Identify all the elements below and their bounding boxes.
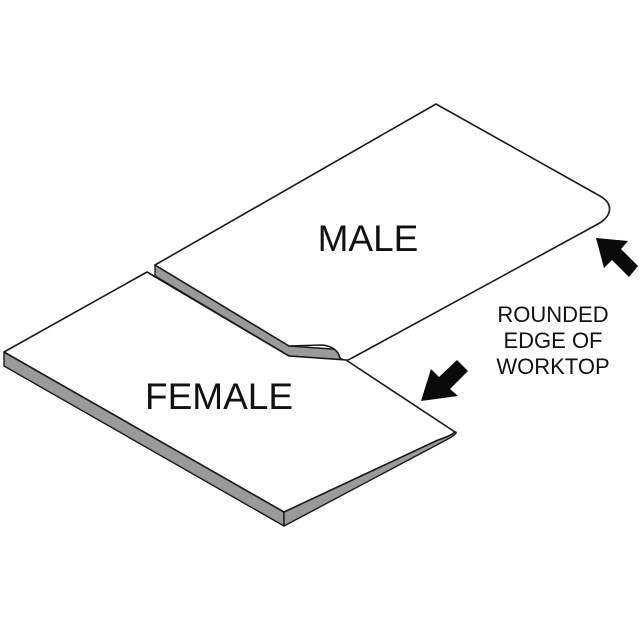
arrow-female-edge-icon (421, 360, 468, 401)
note-line-3: WORKTOP (496, 354, 609, 379)
note-line-1: ROUNDED (497, 302, 608, 327)
male-label: MALE (318, 218, 419, 259)
female-label: FEMALE (145, 376, 293, 417)
rounded-edge-note: ROUNDED EDGE OF WORKTOP (496, 302, 609, 379)
female-worktop-surface (3, 271, 456, 513)
female-worktop (3, 271, 457, 527)
note-line-2: EDGE OF (503, 328, 602, 353)
arrow-male-edge-icon (596, 238, 638, 277)
